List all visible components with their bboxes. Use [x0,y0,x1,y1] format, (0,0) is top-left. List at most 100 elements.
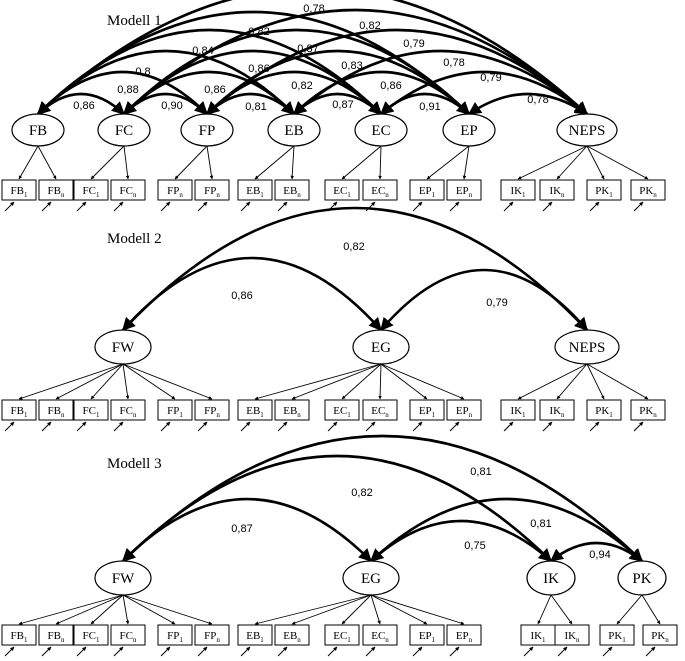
indicator-fc-1-label: FC1 [83,185,100,199]
correlation-value-fp-eb: 0,81 [245,101,266,113]
indicator-ec-n-label: ECn [371,630,389,644]
indicator-pk-1-box [586,179,622,201]
indicator-fc-1-error-arrow [76,421,87,432]
correlation-value-fp-ec: 0,82 [291,80,312,92]
indicator-fb-n-base: FB [48,185,61,197]
indicator-eb-1-label: EB1 [246,630,264,644]
indicator-pk-1-error-arrow [589,201,600,212]
indicator-eb-1-base: EB [246,185,260,197]
latent-fw-label: FW [112,340,135,356]
indicator-ik-n-box [539,399,575,421]
indicator-fp-1-loading-arrow [122,363,176,400]
indicator-fc-n-box [110,179,146,201]
indicator-fp-n-label: FPn [167,185,183,199]
indicator-ep-1-label: EP1 [419,185,436,199]
correlation-arc-fw-pk [122,434,643,562]
indicator-ep-1-loading-arrow [370,594,428,625]
indicator-eb-n-label: EBn [283,185,301,199]
indicator-pk-n-base: PK [639,185,653,197]
indicator-ep-1-box [409,179,445,201]
indicator-fb-n-box [38,399,74,421]
indicator-ep-n-loading-arrow [462,145,470,180]
indicator-fb-1-box [1,624,37,646]
indicator-fb-1-subscript: 1 [24,636,28,644]
indicator-ec-1-base: EC [333,630,347,642]
latent-fp-label: FP [199,123,216,139]
indicator-ik-1-subscript: 1 [522,411,526,419]
correlation-value-fc-eb: 0,86 [204,84,225,96]
correlation-value-fc-neps: 0,82 [359,20,380,32]
indicator-eb-n-label: EBn [283,630,301,644]
correlation-value-fp-ep: 0,83 [341,60,362,72]
indicator-ik-1-box [500,399,536,421]
indicator-ep-n-error-arrow [449,201,460,212]
indicator-fp-n-error-arrow [197,421,208,432]
indicator-pk-1-base: PK [595,405,609,417]
indicator-ep-n-loading-arrow [380,363,465,400]
indicator-fb-n-subscript: n [61,191,65,199]
indicator-fb-n-base: FB [48,630,61,642]
indicator-eb-n-base: EB [283,185,297,197]
model-3-correlations: 0,870,820,810,750,810,94 [122,434,644,563]
indicator-eb-n-subscript: n [297,191,301,199]
correlation-value-fw-neps: 0,82 [343,241,364,253]
indicator-pk-1-subscript: 1 [609,191,613,199]
indicator-fp-1-box [157,399,193,421]
indicator-fb-n-error-arrow [41,646,52,657]
indicator-ep-1-box [409,399,445,421]
indicator-eb-n-box [274,624,310,646]
latent-eg-label: EG [371,340,391,356]
correlation-arc-fw-neps [122,206,588,331]
indicator-ik-n-base: IK [549,405,561,417]
indicator-fc-1-error-arrow [76,201,87,212]
indicator-fc-1-loading-arrow [90,594,124,625]
model-1: Modell 1 0,860,880,80,840,820,780,900,86… [1,0,666,212]
indicator-eb-1-subscript: 1 [260,636,264,644]
indicator-ik-1-error-arrow [503,421,514,432]
indicator-ep-1-subscript: 1 [432,191,436,199]
indicator-fc-n-label: FCn [120,185,137,199]
latent-eg-label: EG [361,571,381,587]
indicator-ep-n-subscript: n [469,191,473,199]
indicator-ep-n-base: EP [456,185,469,197]
indicator-ec-n-loading-arrow [378,363,382,400]
indicator-eb-1-label: EB1 [246,405,264,419]
latent-fw-label: FW [112,571,135,587]
indicator-ik-1-subscript: 1 [542,636,546,644]
indicator-fb-n-loading-arrow [55,363,124,400]
indicator-eb-1-loading-arrow [254,594,372,625]
indicator-fp-1-error-arrow [160,421,171,432]
indicator-ep-1-error-arrow [412,421,423,432]
indicator-ik-n-error-arrow [557,646,568,657]
correlation-value-fb-fp: 0,88 [117,84,138,96]
indicator-fb-1-error-arrow [4,421,15,432]
indicator-ec-n-error-arrow [365,421,376,432]
indicator-ep-n-subscript: n [469,411,473,419]
indicator-pk-n-box [630,179,666,201]
indicator-eb-1-label: EB1 [246,185,264,199]
indicator-ec-n-loading-arrow [370,594,381,625]
indicator-fp-n-base: FP [204,630,216,642]
indicator-fc-1-error-arrow [76,646,87,657]
indicator-fp-1-box [157,624,193,646]
correlation-value-ep-neps: 0,78 [527,94,548,106]
indicator-fc-1-box [73,179,109,201]
indicator-ik-n-box [539,179,575,201]
indicator-ik-n-subscript: n [561,191,565,199]
indicator-pk-1-label: PK1 [608,630,626,644]
indicator-ep-1-error-arrow [412,201,423,212]
latent-ik-label: IK [543,571,559,587]
indicator-ec-n-subscript: n [385,191,389,199]
latent-ep-label: EP [460,123,478,139]
indicator-fb-n-label: FBn [48,185,65,199]
latent-fc-label: FC [115,123,133,139]
indicator-fp-n-label: FPn [204,630,220,644]
indicator-ep-1-base: EP [419,405,432,417]
indicator-ep-n-subscript: n [469,636,473,644]
indicator-eb-n-error-arrow [277,201,288,212]
correlation-value-eb-ep: 0,86 [380,80,401,92]
correlation-value-ec-neps: 0,79 [480,72,501,84]
